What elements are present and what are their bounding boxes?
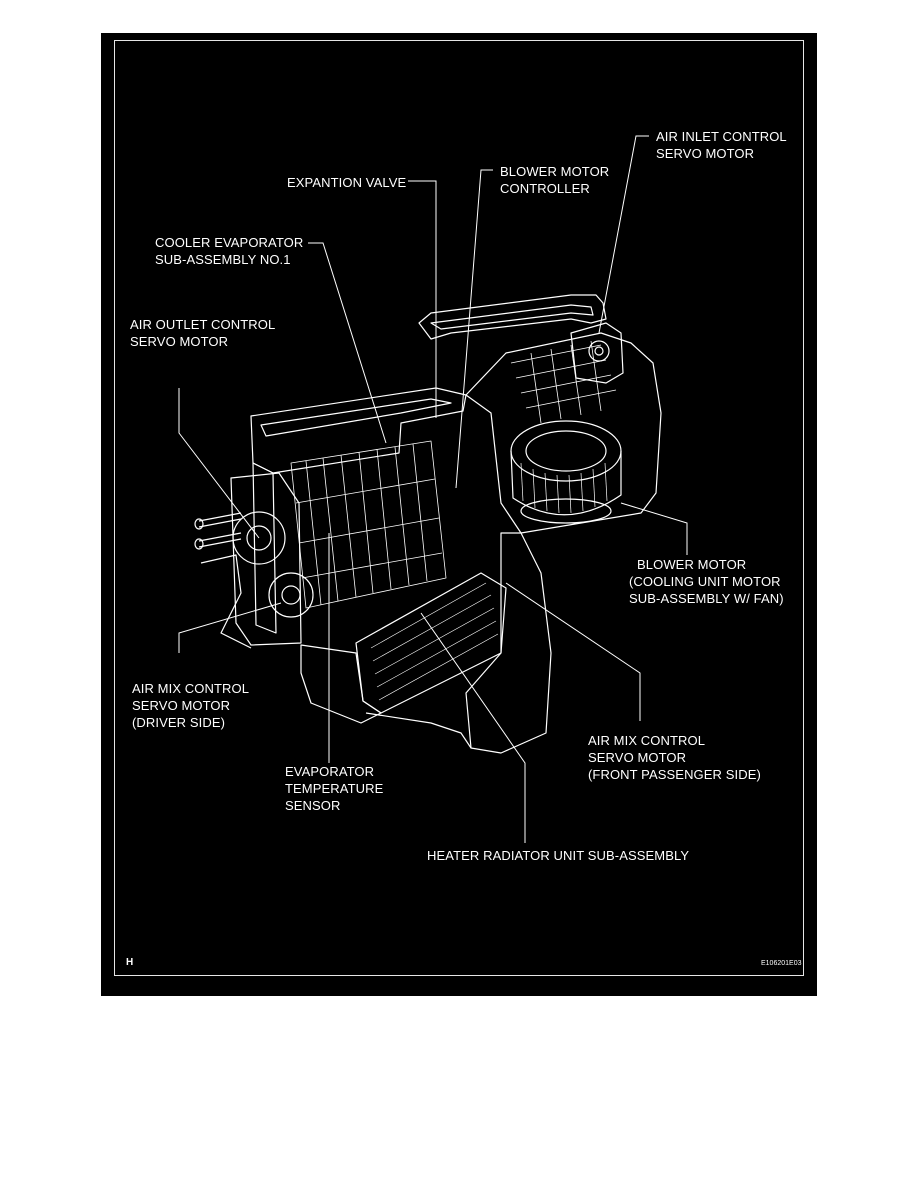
heater-radiator-fins: [370, 582, 499, 701]
upper-duct-outline: [418, 294, 607, 340]
evaporator-front: [252, 462, 277, 634]
leader-air-mix-driver: [178, 602, 282, 653]
leader-cooler-evaporator: [308, 242, 387, 444]
air-inlet-servo-body: [570, 322, 624, 384]
figure-code: E106201E03: [761, 960, 802, 967]
base-floor: [300, 644, 382, 724]
label-blower-motor-controller: BLOWER MOTOR CONTROLLER: [500, 164, 610, 196]
label-blower-motor: BLOWER MOTOR (COOLING UNIT MOTOR SUB-ASS…: [629, 557, 784, 606]
blower-fan-cylinder: [510, 450, 622, 516]
diagram-frame: [114, 40, 804, 976]
left-side-plate: [230, 472, 302, 646]
leader-heater-radiator: [420, 612, 526, 843]
refrigerant-pipes: [194, 512, 252, 649]
air-inlet-servo-gear: [588, 340, 610, 362]
leader-blower-controller: [455, 169, 493, 489]
blower-housing: [465, 332, 662, 534]
label-heater-radiator: HEATER RADIATOR UNIT SUB-ASSEMBLY: [427, 848, 690, 863]
label-air-mix-driver: AIR MIX CONTROL SERVO MOTOR (DRIVER SIDE…: [132, 681, 250, 730]
blower-fan-blades: [520, 462, 608, 514]
label-cooler-evaporator: COOLER EVAPORATOR SUB-ASSEMBLY NO.1: [155, 235, 304, 267]
label-air-inlet-servo: AIR INLET CONTROL SERVO MOTOR: [656, 129, 787, 161]
evaporator-top: [260, 398, 452, 437]
leader-blower-motor: [620, 502, 688, 555]
corner-mark: H: [126, 957, 134, 968]
label-expansion-valve: EXPANTION VALVE: [287, 175, 407, 190]
leader-air-inlet: [598, 135, 649, 334]
blower-fan-top: [510, 420, 622, 482]
evaporator-core: [290, 440, 447, 609]
leader-expansion-valve: [408, 180, 437, 418]
diagram-figure: EXPANTION VALVE BLOWER MOTOR CONTROLLER …: [101, 33, 817, 996]
blower-housing-grid: [510, 340, 617, 424]
label-evaporator-temp-sensor: EVAPORATOR TEMPERATURE SENSOR: [285, 764, 384, 813]
air-mix-driver-servo-gear: [268, 572, 314, 618]
leader-air-outlet: [178, 388, 260, 539]
hvac-unit-illustration: [178, 135, 688, 843]
evaporator-housing: [250, 387, 467, 474]
label-air-mix-passenger: AIR MIX CONTROL SERVO MOTOR (FRONT PASSE…: [588, 733, 761, 782]
leader-air-mix-passenger: [505, 582, 641, 721]
upper-duct-inner: [430, 304, 594, 330]
label-air-outlet-servo: AIR OUTLET CONTROL SERVO MOTOR: [130, 317, 276, 349]
lower-duct: [465, 532, 552, 754]
